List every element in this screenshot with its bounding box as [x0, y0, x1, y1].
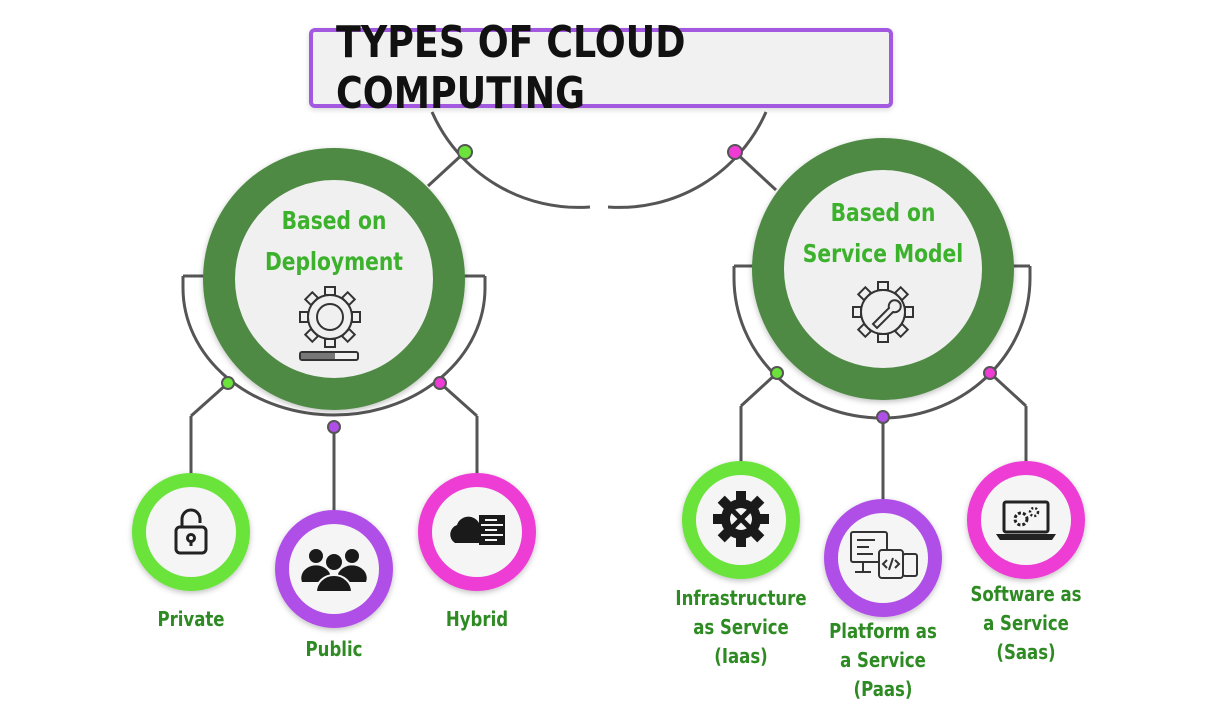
gear-tools-icon [713, 491, 769, 547]
connector-dot [770, 366, 784, 380]
connector-line [190, 381, 229, 418]
connector-line [739, 371, 779, 408]
connector-dot [457, 144, 473, 160]
connector-dot [327, 420, 341, 434]
deployment-label-line2: Deployment [264, 247, 403, 276]
public-label: Public [305, 637, 363, 661]
iaas-label: Infrastructure as Service (Iaas) [667, 584, 814, 671]
saas-label-line2: a Service [983, 611, 1069, 635]
top-connector-arc [430, 111, 591, 209]
connector-line [988, 371, 1028, 408]
service-model-hub [752, 138, 1014, 400]
laptop-gears-icon [996, 500, 1056, 540]
hybrid-label: Hybrid [445, 607, 509, 631]
connector-line [439, 381, 478, 418]
service-model-hub-label: Based on Service Model [784, 192, 982, 274]
gear-wrench-icon [852, 281, 914, 343]
deployment-hub [203, 148, 465, 410]
paas-label-line3: (Paas) [853, 677, 913, 701]
paas-label-line2: a Service [840, 648, 926, 672]
progress-bar-icon [299, 351, 359, 361]
saas-label: Software as a Service (Saas) [952, 580, 1099, 667]
lock-icon [174, 508, 208, 555]
deployment-hub-label: Based on Deployment [244, 200, 424, 282]
title-box: TYPES OF CLOUD COMPUTING [309, 17, 893, 119]
service-model-label-line1: Based on [830, 198, 936, 227]
code-devices-icon [850, 531, 918, 579]
service-model-label-line2: Service Model [802, 239, 964, 268]
private-node [132, 473, 250, 591]
iaas-label-line1: Infrastructure [675, 586, 807, 610]
top-connector-arc [607, 111, 768, 209]
paas-label-line1: Platform as [829, 619, 937, 643]
private-label: Private [157, 607, 225, 631]
connector-line [733, 150, 778, 192]
gear-progress-icon [299, 286, 361, 348]
people-group-icon [301, 549, 367, 593]
connector-dot [221, 376, 235, 390]
connector-line [426, 150, 467, 188]
iaas-label-line2: as Service [693, 615, 789, 639]
deployment-arc [181, 276, 487, 417]
diagram-title: TYPES OF CLOUD COMPUTING [336, 17, 686, 119]
connector-dot [876, 410, 890, 424]
iaas-label-line3: (Iaas) [714, 644, 768, 668]
connector-dot [433, 376, 447, 390]
connector-dot [727, 144, 743, 160]
paas-label: Platform as a Service (Paas) [809, 617, 956, 704]
saas-label-line1: Software as [970, 582, 1082, 606]
connector-dot [983, 366, 997, 380]
cloud-server-icon [450, 515, 505, 545]
saas-label-line3: (Saas) [996, 640, 1056, 664]
deployment-label-line1: Based on [281, 206, 387, 235]
